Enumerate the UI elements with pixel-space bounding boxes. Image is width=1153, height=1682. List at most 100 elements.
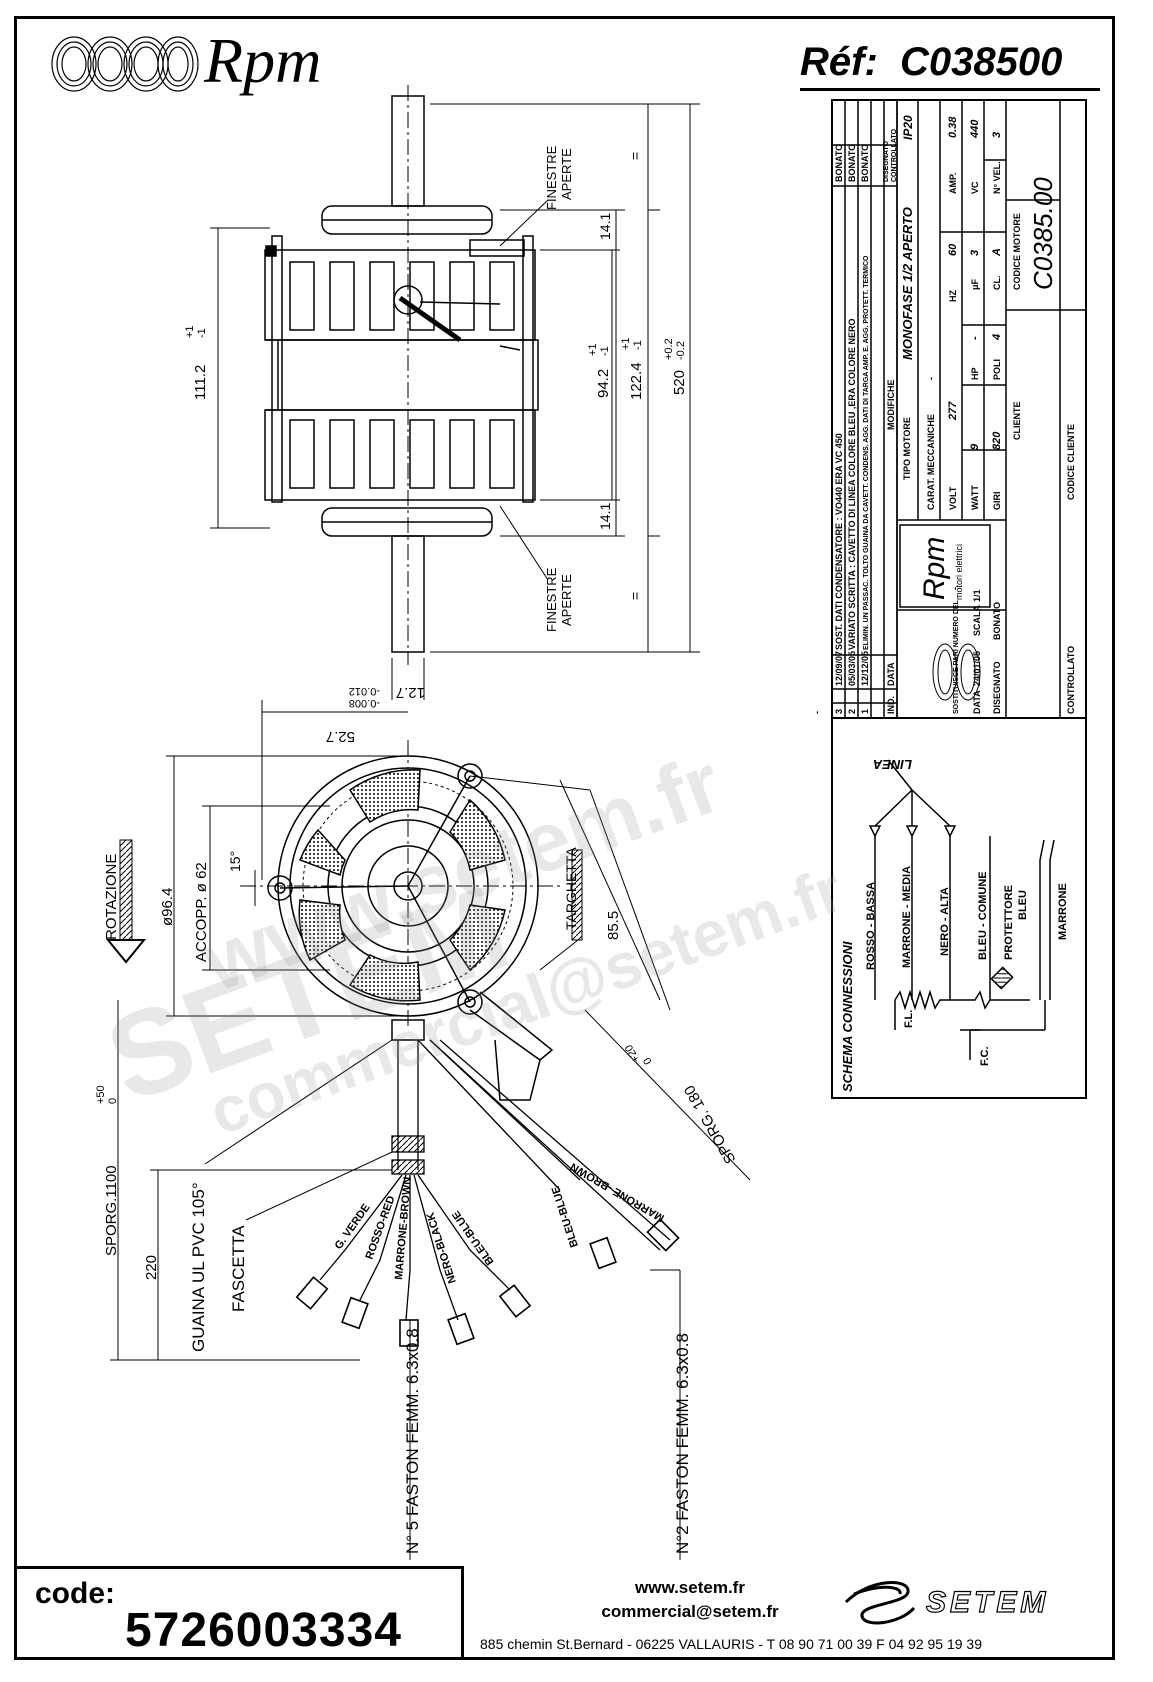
code-box: code: 5726003334 — [14, 1566, 464, 1660]
svg-text:CONTROLLATO: CONTROLLATO — [891, 128, 898, 182]
small-coil-icon — [932, 643, 981, 701]
schematic-title: SCHEMA CONNESSIONI — [840, 941, 855, 1092]
svg-text:VOLT: VOLT — [948, 486, 958, 510]
rpm-small-logo: Rpm — [918, 537, 951, 600]
svg-text:DISEGNATO: DISEGNATO — [992, 661, 1002, 714]
svg-text:GIRI: GIRI — [992, 491, 1002, 510]
svg-text:APERTE: APERTE — [559, 574, 574, 626]
setem-swirl-icon — [844, 1581, 916, 1625]
dim-sporg-180: SPORG. 180 — [681, 1082, 739, 1166]
ref-underline — [800, 88, 1100, 91]
title-block-text: 3 12/09/07 SOST. DATI CONDENSATORE : VO4… — [812, 115, 1076, 714]
svg-text:24/01/05: 24/01/05 — [972, 651, 982, 686]
ref-value: C038500 — [900, 40, 1063, 84]
svg-text:BLEU: BLEU — [1017, 890, 1029, 920]
svg-text:277: 277 — [947, 401, 959, 421]
housing-windows — [289, 261, 515, 489]
svg-text:CL.: CL. — [992, 276, 1002, 291]
dim-96-4: ø96.4 — [159, 888, 176, 926]
svg-text:SOSTITUISCE PARI NUMERO DEL: SOSTITUISCE PARI NUMERO DEL — [953, 599, 960, 714]
svg-text:CONTROLLATO: CONTROLLATO — [1066, 646, 1076, 714]
dim-94-2: 94.2 — [595, 369, 612, 398]
svg-text:G. VERDE: G. VERDE — [333, 1202, 373, 1252]
code-value: 5726003334 — [125, 1604, 402, 1657]
svg-text:VARIATO SCRITTA : CAVETTO DI L: VARIATO SCRITTA : CAVETTO DI LINEA COLOR… — [847, 318, 857, 650]
svg-text:F.C.: F.C. — [979, 1046, 991, 1066]
dim-sporg-1100: SPORG.1100 — [103, 1165, 120, 1256]
shaft-dimensions — [261, 658, 425, 880]
svg-text:+1: +1 — [184, 325, 196, 338]
svg-text:BONATO: BONATO — [992, 602, 1002, 640]
footer-address: 885 chemin St.Bernard - 06225 VALLAURIS … — [480, 1636, 982, 1652]
svg-text:FINESTRE: FINESTRE — [544, 145, 559, 210]
svg-text:F.L.: F.L. — [903, 1010, 915, 1028]
svg-text:+0.2: +0.2 — [663, 338, 675, 360]
dim-14-1-top: 14.1 — [597, 213, 613, 240]
svg-text:μF: μF — [970, 278, 980, 290]
svg-text:VC: VC — [970, 181, 980, 194]
rotation-arrow: ROTAZIONE — [103, 839, 147, 964]
coil-logo-icon — [51, 36, 199, 92]
svg-text:BONATO: BONATO — [834, 144, 844, 182]
svg-text:440: 440 — [969, 119, 981, 139]
dim-111-2: 111.2 — [192, 365, 209, 400]
schematic-text: SCHEMA CONNESSIONI LINEA ROSSO - BASSA M… — [840, 757, 1069, 1092]
svg-text:0: 0 — [641, 1055, 654, 1066]
svg-text:AMP.: AMP. — [948, 173, 958, 194]
title-block — [831, 99, 1087, 719]
svg-text:IND.: IND. — [886, 696, 896, 714]
svg-text:12/09/07: 12/09/07 — [834, 651, 844, 686]
stator-core — [277, 339, 539, 411]
sheet-frame — [14, 16, 1115, 1660]
front-view-dimensions — [166, 755, 751, 1181]
dim-122-4: 122.4 — [628, 362, 645, 400]
svg-text:MONOFASE 1/2 APERTO: MONOFASE 1/2 APERTO — [900, 207, 915, 360]
side-view-dimension-text: 111.2 +1 -1 14.1 14.1 94.2 +1 -1 122.4 +… — [184, 152, 688, 600]
svg-text:SCALA: SCALA — [972, 605, 982, 636]
svg-text:-1: -1 — [632, 340, 644, 350]
svg-text:MARRONE-BROWN: MARRONE-BROWN — [393, 1176, 414, 1280]
svg-text:-0.012: -0.012 — [349, 685, 380, 697]
svg-text:HP: HP — [970, 367, 980, 380]
code-label: code: — [35, 1577, 116, 1610]
dim-12-7: 12.7 — [396, 684, 425, 701]
ref-label: Réf: — [800, 40, 878, 84]
svg-text:DATA: DATA — [972, 690, 982, 714]
svg-text:FINESTRE: FINESTRE — [544, 567, 559, 632]
svg-text:CODICE MOTORE: CODICE MOTORE — [1012, 213, 1022, 290]
svg-text:N° VEL.: N° VEL. — [992, 161, 1002, 194]
svg-text:PROTETTORE: PROTETTORE — [1003, 885, 1015, 960]
wire-harness — [295, 1039, 680, 1347]
svg-text:ROSSO - BASSA: ROSSO - BASSA — [865, 882, 877, 970]
faston2-label: N°2 FASTON FEMM. 6.3x0.8 — [673, 1333, 692, 1554]
svg-text:3: 3 — [991, 132, 1003, 138]
svg-text:-0.2: -0.2 — [675, 341, 687, 360]
svg-text:+50: +50 — [95, 1085, 107, 1104]
svg-text:IP20: IP20 — [901, 115, 915, 140]
connection-schematic — [831, 717, 1087, 1099]
guaina-label: GUAINA UL PVC 105° — [189, 1182, 208, 1352]
motor-side-view — [264, 85, 539, 665]
svg-text:A: A — [991, 248, 1003, 257]
housing-bottom — [264, 409, 536, 501]
cable-dimensions — [110, 1000, 681, 1560]
setem-logo: SETEM — [844, 1581, 1049, 1625]
codice-motore: C0385.00 — [1028, 177, 1058, 290]
dim-15deg: 15° — [227, 851, 243, 872]
svg-text:05/03/05: 05/03/05 — [847, 651, 857, 686]
wire-labels: G. VERDE ROSSO-RED MARRONE-BROWN NERO-BL… — [333, 1160, 667, 1285]
targhetta-label: TARGHETTA — [563, 847, 579, 930]
svg-text:0.38: 0.38 — [947, 116, 959, 138]
fascetta-label: FASCETTA — [229, 1225, 248, 1312]
svg-text:9: 9 — [969, 443, 981, 450]
svg-text:60: 60 — [947, 243, 959, 256]
reference-number: Réf: C038500 — [800, 40, 1062, 85]
svg-text:CODICE CLIENTE: CODICE CLIENTE — [1066, 424, 1076, 500]
dim-520: 520 — [671, 370, 688, 395]
svg-text:DISEGNATO: DISEGNATO — [883, 140, 890, 182]
setem-wordmark: SETEM — [926, 1586, 1049, 1619]
svg-text:-: - — [926, 377, 936, 380]
svg-text:2: 2 — [847, 709, 857, 714]
svg-text:3: 3 — [969, 250, 981, 256]
